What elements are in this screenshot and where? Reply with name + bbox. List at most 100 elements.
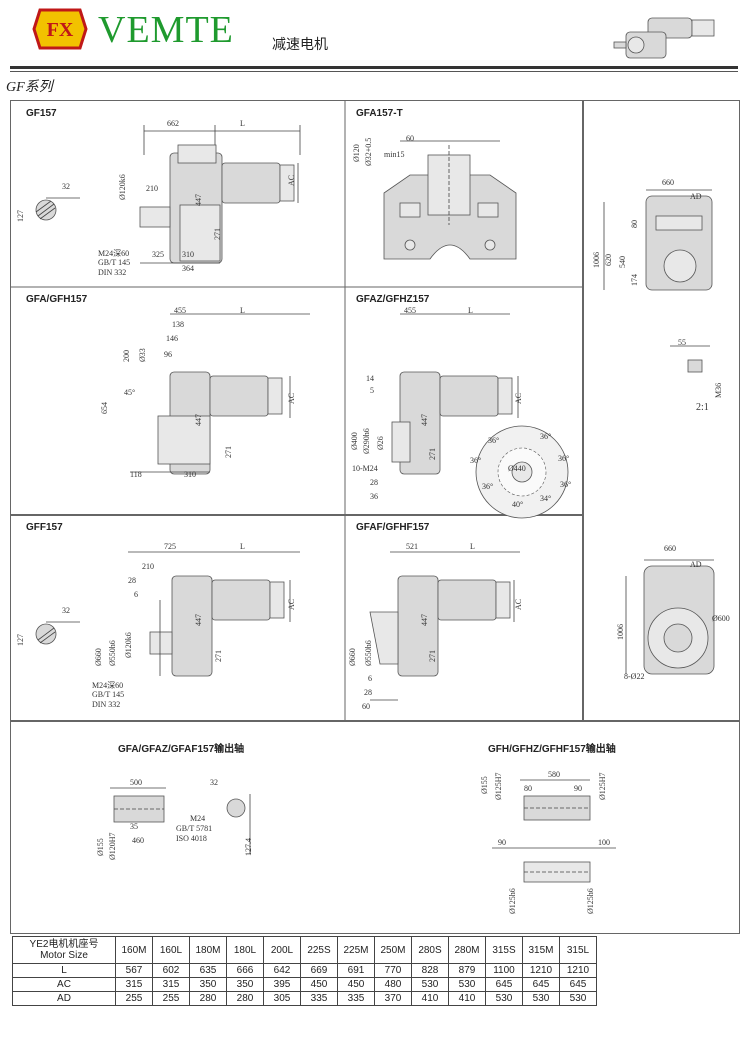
dim-text: 325	[152, 250, 164, 259]
dim-text: Ø32+0.5	[364, 137, 373, 166]
product-title: 减速电机	[272, 36, 328, 52]
table-cell: 1210	[522, 963, 560, 978]
dim-text: M36	[714, 382, 723, 398]
table-cell: 635	[189, 963, 227, 978]
dim-text: 660	[664, 544, 676, 553]
table-cell: 410	[411, 991, 449, 1006]
table-cell: 280	[226, 991, 264, 1006]
dim-text: 6	[368, 674, 372, 683]
dim-text: 90	[574, 784, 582, 793]
dim-text: 36°	[540, 432, 552, 441]
table-cell: 450	[337, 977, 375, 992]
dim-text: 60	[362, 702, 370, 711]
dim-text: 36°	[488, 436, 500, 445]
table-row: AC 315 315 350 350 395 450 450 480 530 5…	[12, 977, 597, 992]
table-cell: 280	[189, 991, 227, 1006]
table-cell: 691	[337, 963, 375, 978]
table-cell: 315	[152, 977, 190, 992]
output-shaft-1-drawing	[110, 787, 251, 854]
dim-text: 28	[128, 576, 136, 585]
table-cell: 1210	[559, 963, 597, 978]
table-cell: 602	[152, 963, 190, 978]
table-cell: 530	[485, 991, 523, 1006]
table-cell: 530	[559, 991, 597, 1006]
dim-text: 174	[630, 274, 639, 286]
dim-text: Ø120	[352, 144, 361, 162]
dim-text: AC	[514, 598, 523, 610]
output-shaft-2-drawing	[492, 779, 616, 883]
panel-title: GFAF/GFHF157	[356, 522, 430, 533]
dim-text: AC	[514, 392, 523, 404]
dim-text: 620	[604, 254, 613, 266]
dim-text: Ø660	[94, 648, 103, 666]
row-label: AD	[12, 991, 116, 1006]
dim-text: 36°	[560, 480, 572, 489]
dim-text: 447	[420, 614, 429, 626]
dim-text: 35	[130, 822, 138, 831]
gfaf157-gearmotor-drawing	[369, 551, 520, 701]
dim-text: 500	[130, 778, 142, 787]
dim-text: 100	[598, 838, 610, 847]
table-cell: 879	[448, 963, 486, 978]
dim-text: min15	[384, 150, 405, 159]
dim-text: M24深60	[98, 249, 130, 258]
dim-text: 36°	[558, 454, 570, 463]
dim-text: 40°	[512, 500, 524, 509]
dim-text: 210	[142, 562, 154, 571]
column-header: 225S	[300, 936, 338, 964]
dim-text: 45°	[124, 388, 136, 397]
dim-text: 36°	[470, 456, 482, 465]
dim-text: 271	[213, 228, 222, 240]
dim-text: 210	[146, 184, 158, 193]
dim-text: 271	[428, 448, 437, 460]
table-cell: 315	[115, 977, 153, 992]
brand-logo: FX	[32, 8, 88, 50]
dim-text: Ø290h6	[362, 428, 371, 454]
dim-text: 146	[166, 334, 178, 343]
torque-arm-drawing	[383, 140, 517, 260]
dim-text: 127	[16, 210, 25, 222]
key-detail-drawing	[670, 345, 710, 373]
column-header: 280S	[411, 936, 449, 964]
gearmotor-thumbnail	[613, 17, 715, 59]
dim-text: 271	[224, 446, 233, 458]
panel-title: GFH/GFHZ/GFHF157输出轴	[488, 744, 616, 755]
dim-text: Ø125H7	[598, 772, 607, 800]
dim-text: 80	[630, 220, 639, 228]
table-cell: 645	[485, 977, 523, 992]
dim-text: L	[240, 306, 245, 315]
dim-text: 2:1	[696, 402, 709, 413]
brand-name: VEMTE	[98, 9, 234, 51]
table-cell: 305	[263, 991, 301, 1006]
table-cell: 255	[115, 991, 153, 1006]
dim-text: 1006	[616, 624, 625, 640]
table-cell: 770	[374, 963, 412, 978]
table-cell: 395	[263, 977, 301, 992]
dim-text: 32	[62, 182, 70, 191]
dim-text: GB/T 5781	[176, 824, 213, 833]
dim-text: Ø120H7	[108, 832, 117, 860]
column-header: 315L	[559, 936, 597, 964]
table-cell: 645	[559, 977, 597, 992]
gf157-gearmotor-drawing	[139, 125, 301, 264]
dim-text: Ø660	[348, 648, 357, 666]
flange-view-drawing	[625, 559, 715, 675]
panel-title: GFA/GFAZ/GFAF157输出轴	[118, 744, 245, 755]
dim-text: Ø155	[96, 838, 105, 856]
dim-text: 96	[164, 350, 172, 359]
dim-text: 14	[366, 374, 374, 383]
dim-text: 118	[130, 470, 142, 479]
dim-text: Ø600	[712, 614, 730, 623]
header-rule	[10, 66, 738, 69]
column-header: 160L	[152, 936, 190, 964]
dim-text: 28	[364, 688, 372, 697]
dim-text: AD	[690, 192, 702, 201]
dim-text: 460	[132, 836, 144, 845]
dim-text: 10-M24	[352, 464, 378, 473]
dim-text: 654	[100, 402, 109, 414]
column-header: 200L	[263, 936, 301, 964]
dim-text: Ø33	[138, 348, 147, 362]
drawing-frame-shafts	[10, 720, 740, 934]
dim-text: DIN 332	[98, 268, 127, 277]
dim-text: L	[468, 306, 473, 315]
